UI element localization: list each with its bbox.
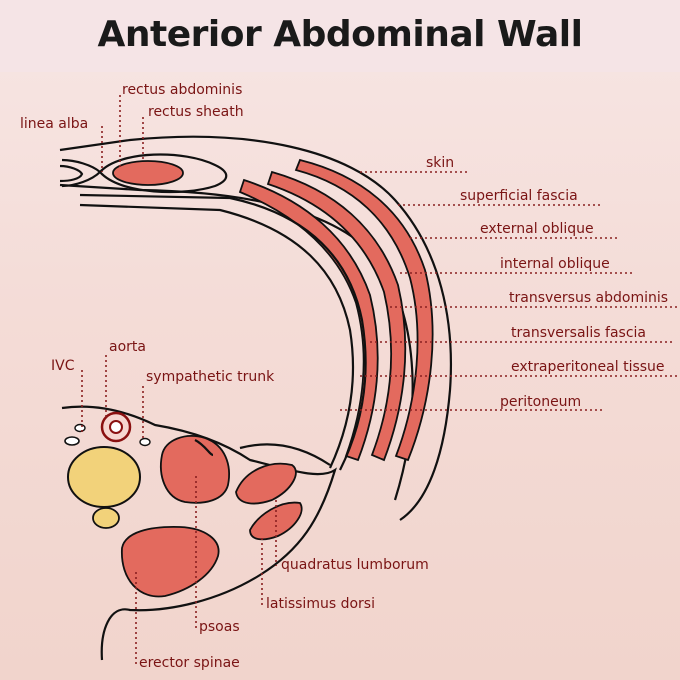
label-latissimus-dorsi: latissimus dorsi (266, 596, 375, 612)
label-aorta: aorta (109, 339, 146, 355)
vertebral-body (67, 446, 141, 508)
label-peritoneum: peritoneum (500, 394, 581, 410)
label-quadratus-lumborum: quadratus lumborum (281, 557, 429, 573)
sympathetic-ganglion-right (139, 437, 151, 447)
label-extraperitoneal-tissue: extraperitoneal tissue (511, 359, 665, 375)
label-internal-oblique: internal oblique (500, 256, 610, 272)
label-transversus-abdominis: transversus abdominis (509, 290, 668, 306)
label-erector-spinae: erector spinae (139, 655, 240, 671)
label-external-oblique: external oblique (480, 221, 594, 237)
posterior-contour (61, 405, 337, 661)
page-title: Anterior Abdominal Wall (97, 14, 583, 55)
sympathetic-ganglion-left (74, 423, 86, 433)
label-rectus-abdominis: rectus abdominis (122, 82, 242, 98)
erector-spinae-muscle (121, 526, 220, 598)
rectus-sheath-outline (98, 153, 228, 194)
ivc-vessel (64, 436, 80, 446)
spinal-cord (92, 507, 120, 529)
transversalis-fascia-line (79, 193, 367, 471)
label-rectus-sheath: rectus sheath (148, 104, 244, 120)
label-superficial-fascia: superficial fascia (460, 188, 578, 204)
internal-oblique-muscle (266, 170, 407, 462)
peritoneum-line (79, 203, 355, 469)
external-oblique-muscle (294, 158, 434, 462)
rectus-abdominis-muscle (112, 160, 184, 186)
label-ivc: IVC (51, 358, 75, 374)
skin-outline (59, 135, 453, 521)
label-linea-alba: linea alba (20, 116, 88, 132)
posterior-inner-contour (239, 443, 331, 466)
label-skin: skin (426, 155, 454, 171)
transversus-abdominis-muscle (238, 178, 379, 462)
label-psoas: psoas (199, 619, 240, 635)
psoas-muscle (160, 435, 230, 504)
psoas-fold (194, 439, 214, 457)
linea-alba-inner (59, 164, 84, 183)
quadratus-lumborum-muscle (235, 462, 297, 505)
label-transversalis-fascia: transversalis fascia (511, 325, 646, 341)
label-sympathetic-trunk: sympathetic trunk (146, 369, 275, 385)
aorta-lumen (109, 420, 123, 434)
title-banner (0, 0, 680, 72)
